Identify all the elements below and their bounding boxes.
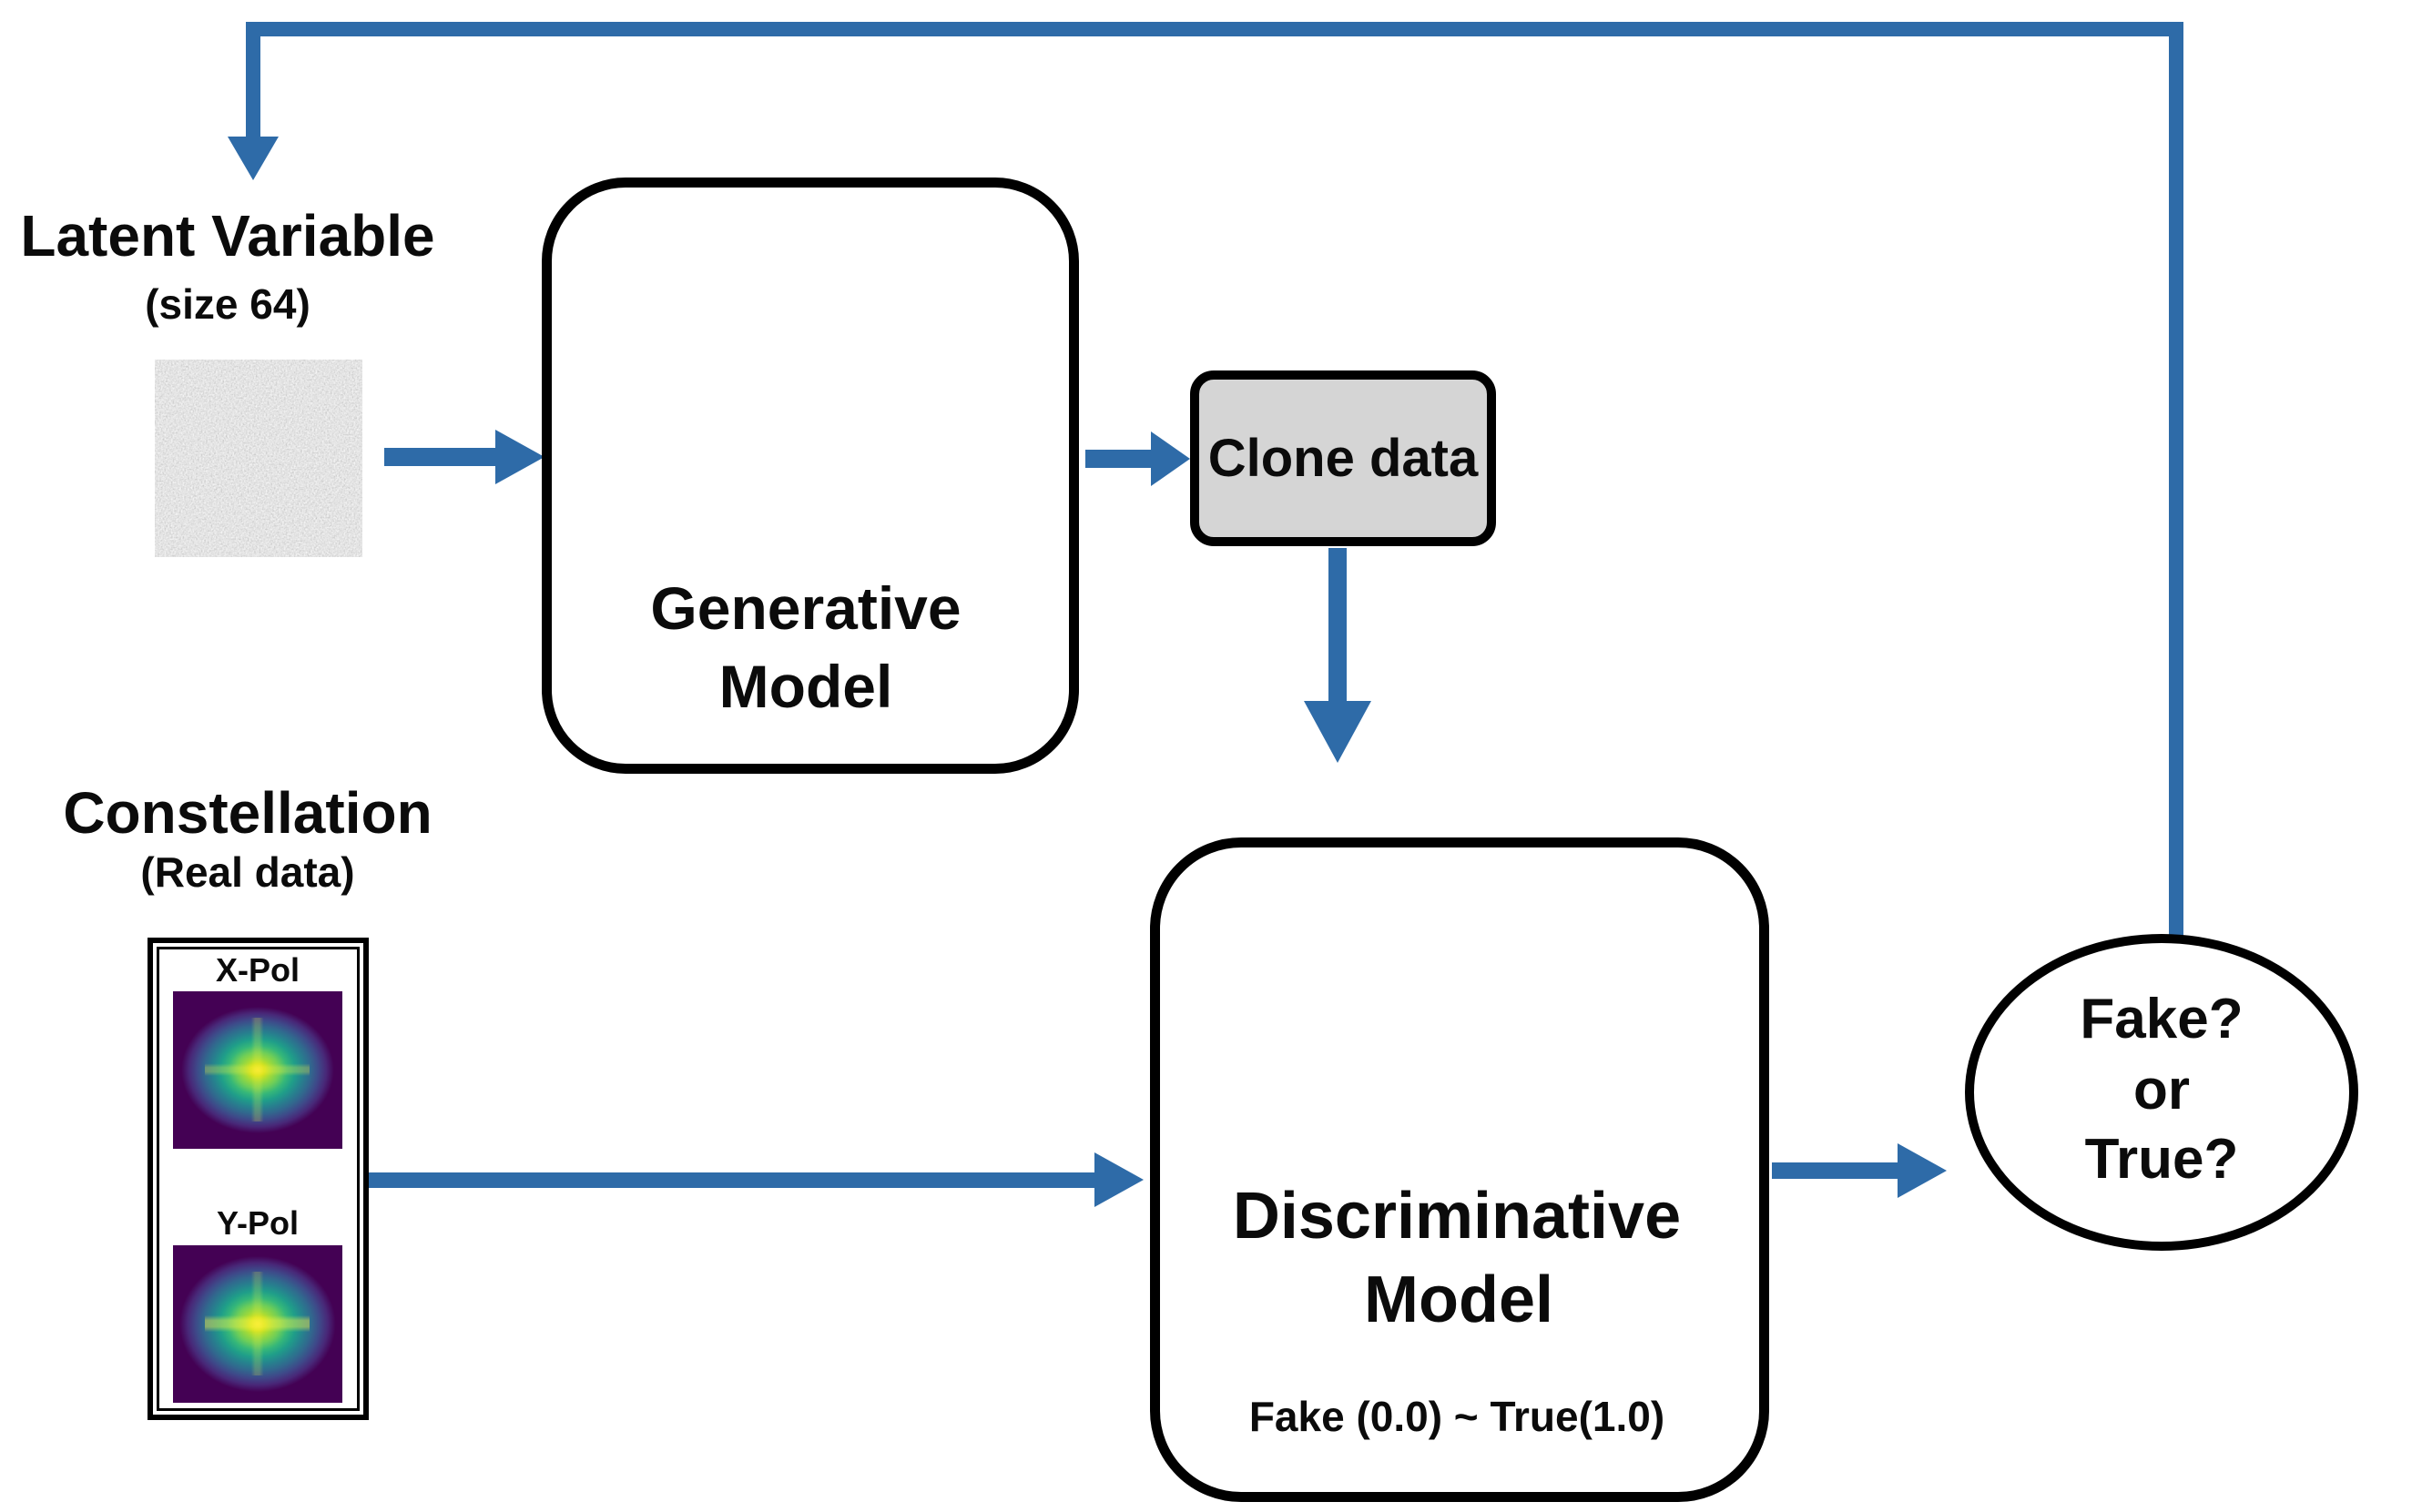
discriminative-model-title-line2: Model (1364, 1263, 1553, 1336)
decision-line2: or (2133, 1059, 2190, 1121)
arrow-generator-to-clone-shaft (1085, 450, 1151, 468)
arrow-discriminator-to-decision-head (1898, 1143, 1947, 1198)
discriminative-output-range: Fake (0.0) ~ True(1.0) (1248, 1393, 1665, 1440)
ypol-heatmap-image (173, 1245, 342, 1403)
generative-model-box (542, 178, 1079, 774)
latent-variable-title: Latent Variable (20, 203, 435, 269)
constellation-frame-inner (157, 947, 360, 1411)
arrow-noise-to-generator-head (495, 430, 544, 484)
latent-noise-image (155, 360, 362, 557)
arrow-real-to-discriminator-head (1094, 1152, 1144, 1207)
ypol-label: Y-Pol (216, 1204, 300, 1242)
constellation-subtitle: (Real data) (140, 848, 355, 896)
latent-variable-subtitle: (size 64) (145, 280, 310, 328)
clone-data-label: Clone data (1207, 428, 1479, 488)
decision-line3: True? (2084, 1128, 2239, 1191)
xpol-heatmap-image (173, 991, 342, 1149)
arrow-clone-to-discriminator-shaft (1328, 548, 1347, 701)
feedback-arrowhead (228, 137, 279, 180)
feedback-left-drop (246, 22, 260, 137)
decision-circle (1965, 934, 2358, 1251)
arrow-generator-to-clone-head (1151, 431, 1190, 486)
discriminative-model-box (1150, 837, 1769, 1502)
decision-line1: Fake? (2080, 988, 2244, 1050)
discriminative-model-title-line1: Discriminative (1232, 1180, 1682, 1253)
arrow-discriminator-to-decision-shaft (1772, 1162, 1898, 1179)
feedback-right-drop (2169, 22, 2183, 939)
generative-model-title-line2: Model (718, 653, 893, 720)
feedback-top-bar (246, 22, 2183, 36)
xpol-label: X-Pol (215, 951, 300, 989)
noise-texture (155, 360, 362, 557)
arrow-clone-to-discriminator-head (1304, 701, 1371, 763)
arrow-real-to-discriminator-shaft (368, 1172, 1094, 1188)
clone-data-box: Clone data (1190, 370, 1496, 546)
generative-model-title-line1: Generative (650, 574, 962, 642)
constellation-title: Constellation (63, 780, 432, 846)
arrow-noise-to-generator-shaft (384, 448, 495, 466)
